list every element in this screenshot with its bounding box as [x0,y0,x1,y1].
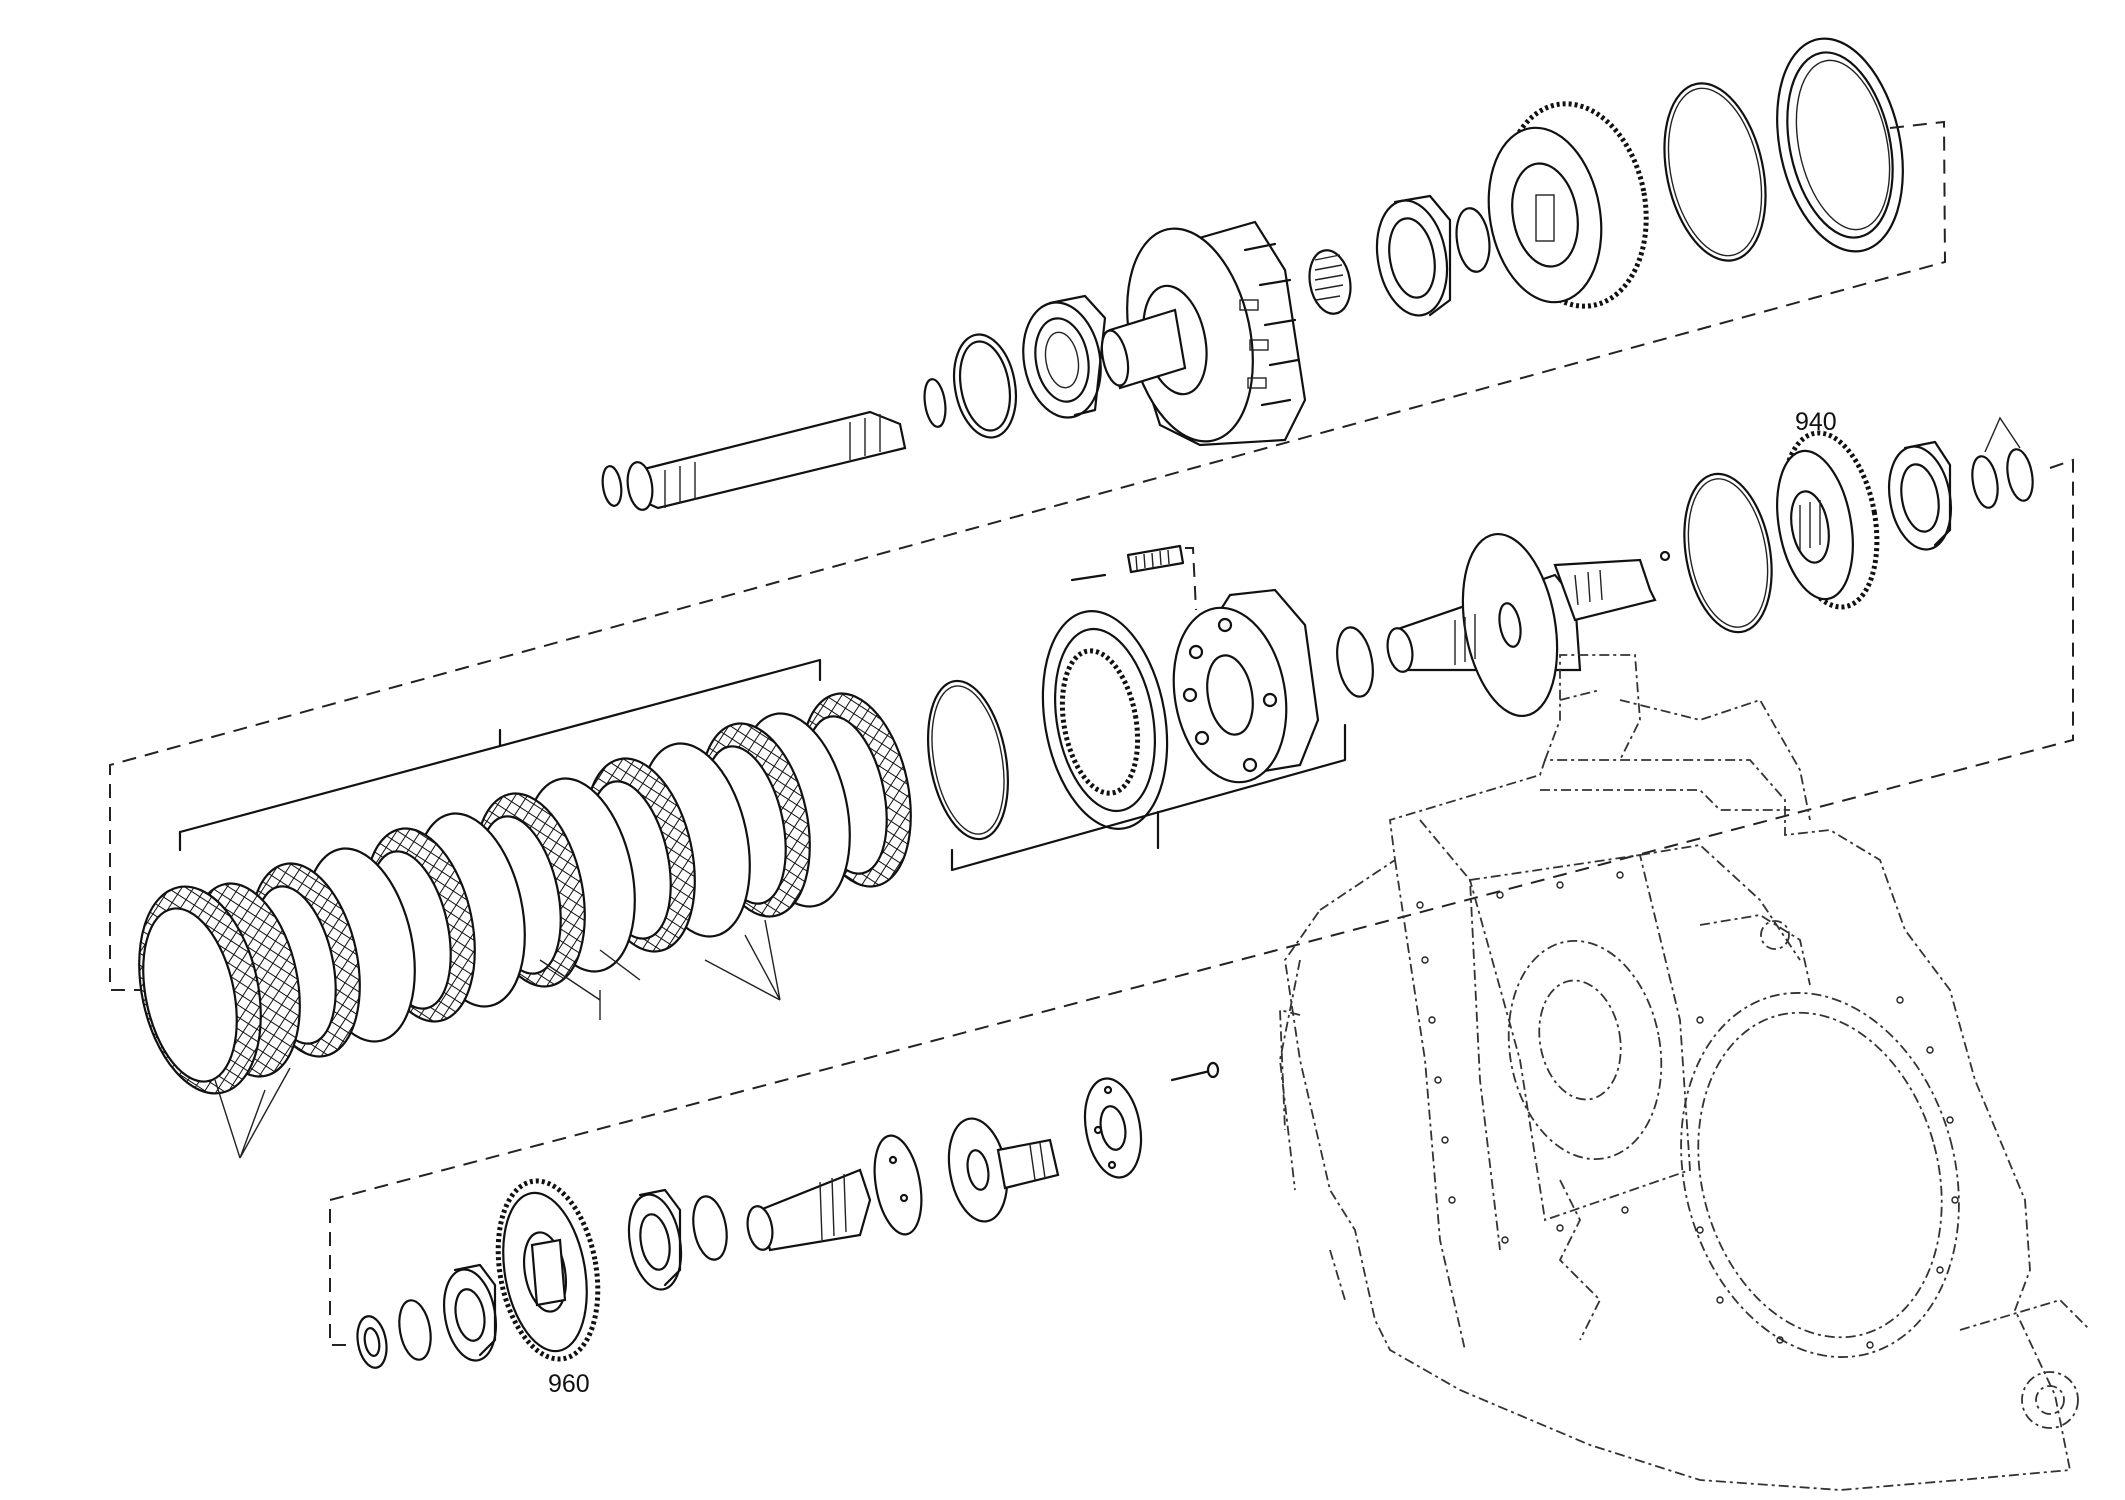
o-ring [953,333,1017,439]
needle-bearing [1308,249,1352,315]
return-springs [1070,544,1197,611]
bearing-lower-2 [627,1188,683,1291]
snap-ring [923,378,947,428]
lower-shaft-assembly: 960 [356,1061,1220,1398]
assembly-guide-line-middle [329,458,2074,1346]
bolt [1170,1061,1220,1082]
gear-940 [1776,430,1880,610]
gear-960 [495,1178,601,1362]
friction-plates [138,692,912,1095]
sealing-ring [1663,82,1767,262]
snap-ring-left [601,465,623,507]
seal-ring [1336,626,1374,698]
bearing-lower [443,1263,497,1362]
output-shaft-assembly: 940 [1386,408,2034,718]
piston-assembly [926,544,1374,872]
shim-2 [2006,448,2034,502]
clutch-pack [138,658,912,1159]
callout-960: 960 [548,1370,590,1398]
stepped-shaft [1386,532,1657,718]
shaft-seal [356,1315,388,1369]
ball-bearing [1022,294,1107,419]
snap-ring-large [926,679,1010,841]
ball [1659,550,1671,562]
drive-gear [1487,101,1649,309]
callout-940: 940 [1795,408,1837,436]
o-ring-large [1683,472,1773,634]
shim-1 [1971,455,1999,509]
snap-ring-lower [398,1299,432,1361]
bearing-940 [1888,440,1952,551]
transmission-housing [1279,654,2091,1491]
housing-bolt-holes [1416,871,1959,1349]
end-cover [1776,37,1904,253]
circlip [1455,207,1491,273]
assembly-guide-line-top [109,120,1947,991]
tapered-roller-bearing [1375,194,1452,317]
flange-plate [1083,1077,1143,1179]
coupling-flange [947,1117,1060,1223]
piston-housing [1172,588,1320,784]
output-flange-shaft [746,1134,923,1252]
piston [1041,610,1169,830]
clutch-drum [1100,220,1307,447]
input-shaft [626,410,907,511]
seal-ring-lower [692,1195,728,1261]
input-shaft-assembly [601,37,1904,511]
